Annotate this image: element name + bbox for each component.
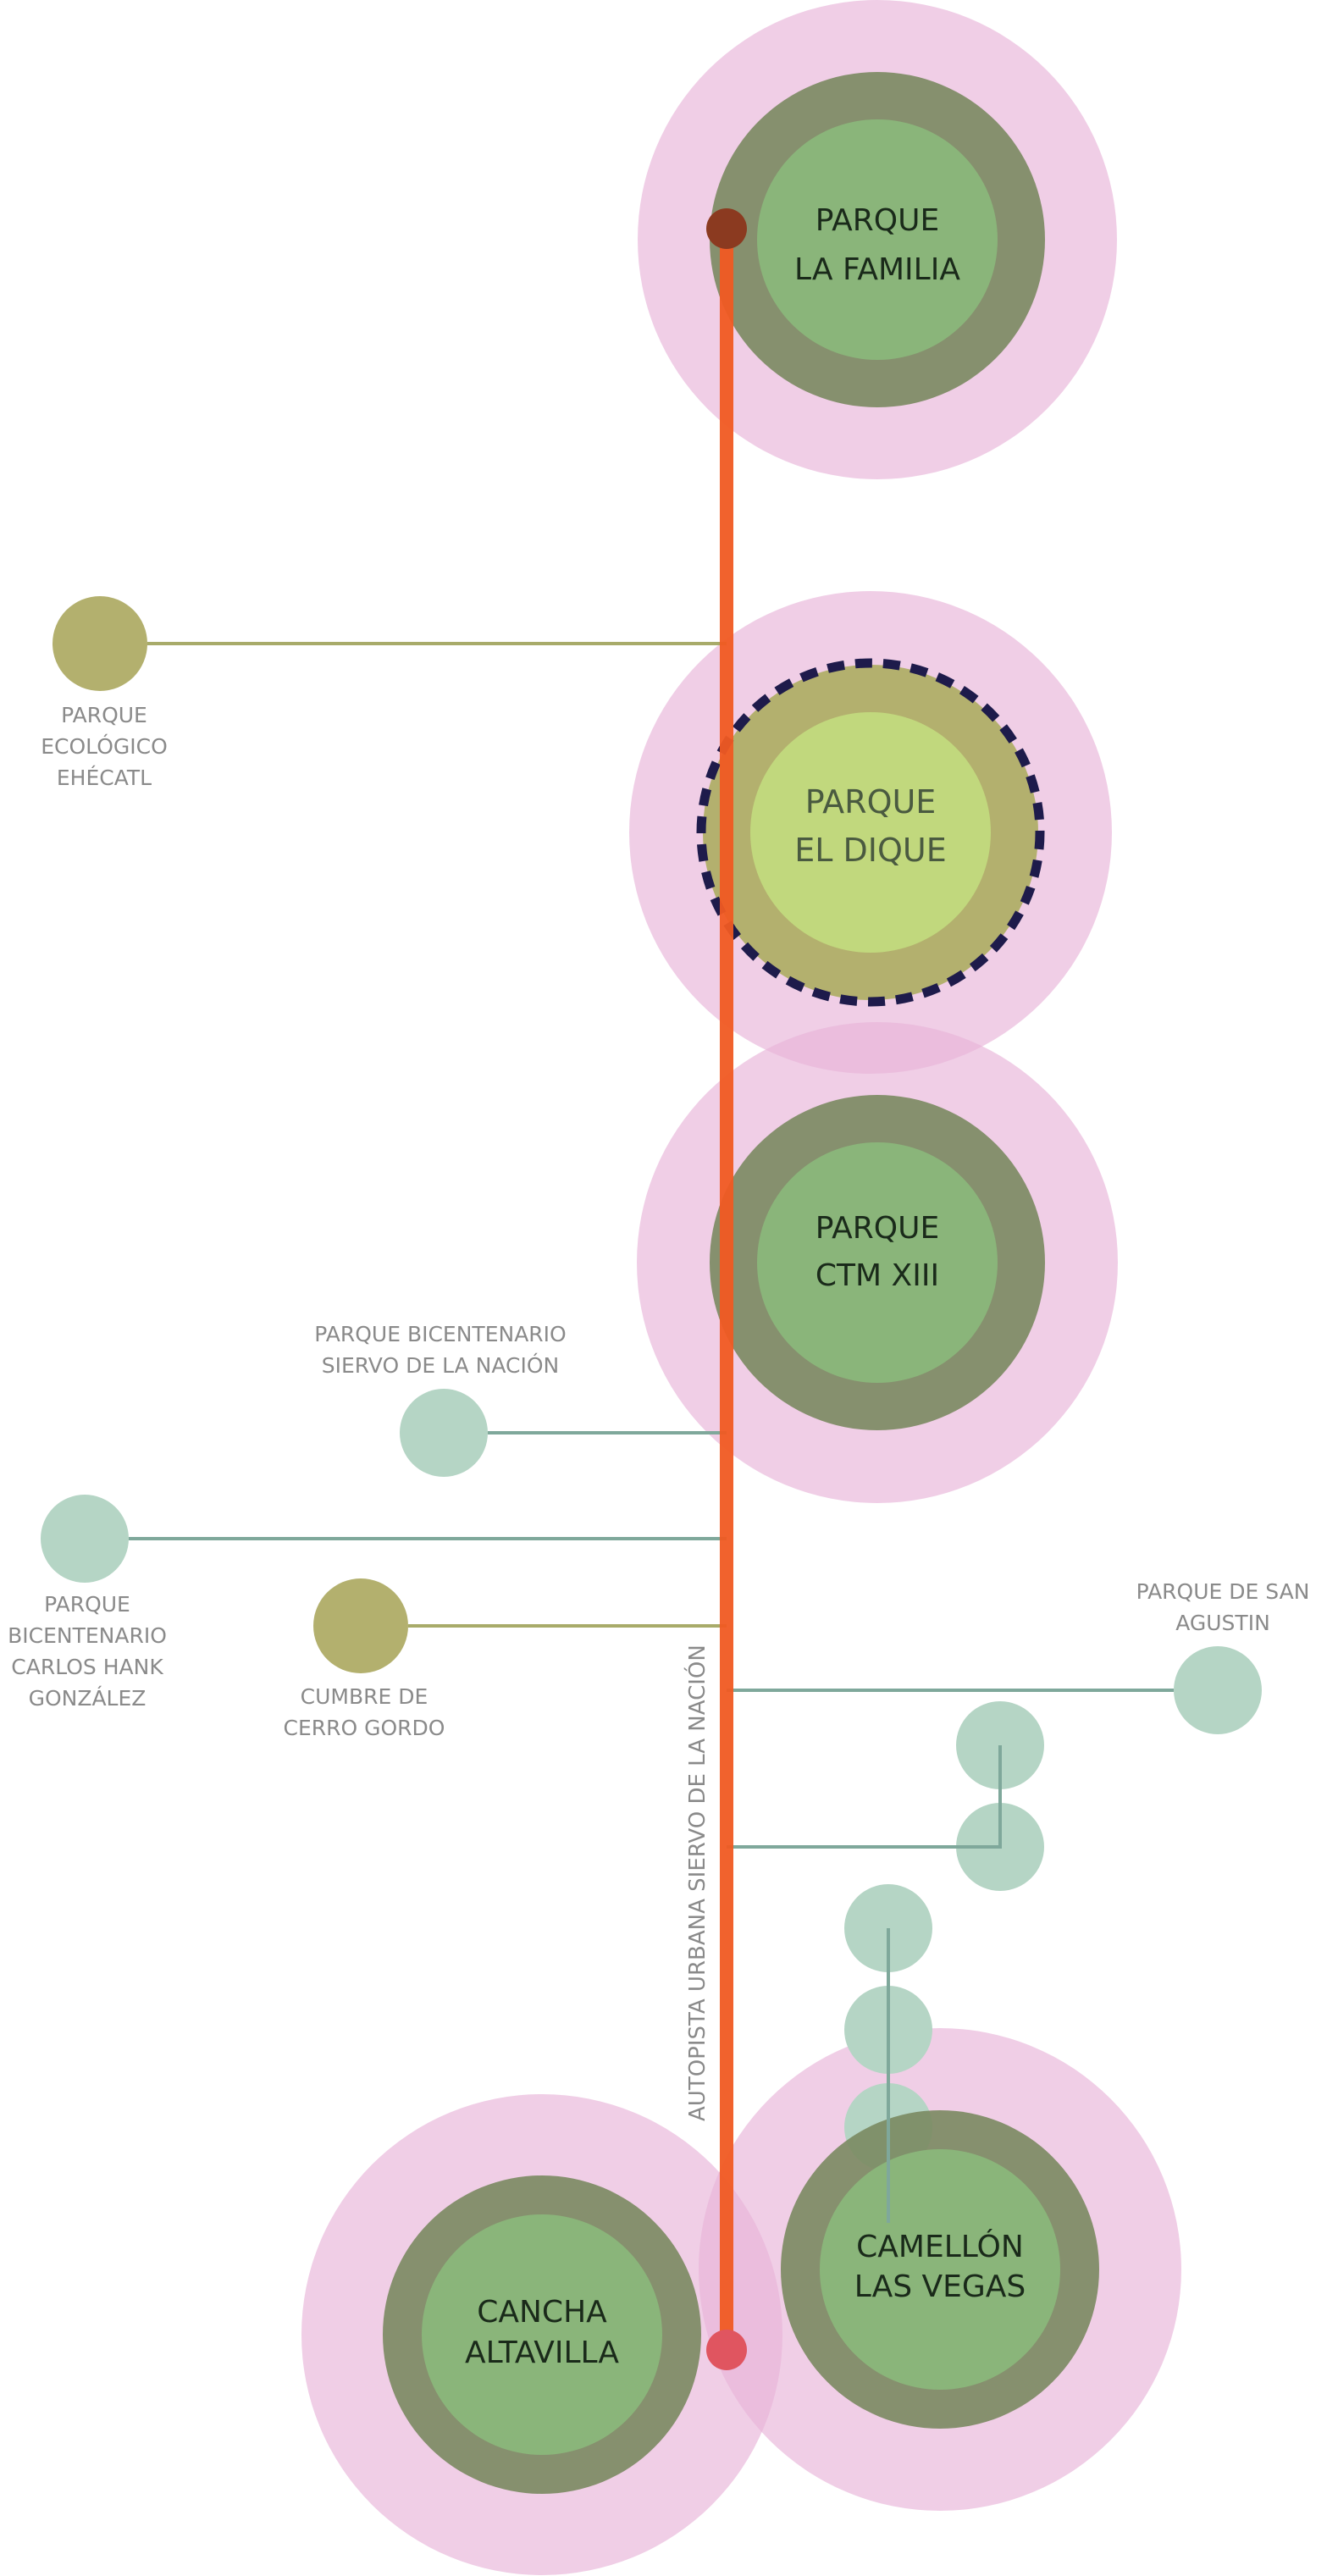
park-name-line1: CAMELLÓN [856,2229,1024,2264]
label-ehecatl-2: ECOLÓGICO [41,733,168,759]
inner-disc [820,2149,1060,2390]
road-label: AUTOPISTA URBANA SIERVO DE LA NACIÓN [683,1645,710,2121]
dot-parque-bicentenario-hank [41,1495,129,1583]
label-ehecatl-3: EHÉCATL [57,766,152,790]
label-cumbre-1: CUMBRE DE [301,1684,428,1709]
park-parque-el-dique: PARQUE EL DIQUE [696,658,1045,1007]
inner-disc [757,119,998,360]
minor-park-dots [41,596,1262,2171]
road-node-top [706,208,747,249]
label-siervo-1: PARQUE BICENTENARIO [314,1322,566,1346]
main-road: AUTOPISTA URBANA SIERVO DE LA NACIÓN [683,208,747,2370]
park-name-line1: PARQUE [805,783,937,821]
park-camellon-las-vegas: CAMELLÓN LAS VEGAS [781,2110,1099,2429]
park-name-line1: CANCHA [477,2295,607,2330]
dot-parque-san-agustin [1174,1646,1262,1734]
park-name-line2: ALTAVILLA [465,2336,619,2370]
park-cancha-altavilla: CANCHA ALTAVILLA [383,2175,701,2494]
label-cumbre-2: CERRO GORDO [284,1716,445,1740]
park-name-line2: LA FAMILIA [794,252,960,287]
dot-parque-bicentenario-siervo [400,1389,488,1477]
label-siervo-2: SIERVO DE LA NACIÓN [322,1352,559,1378]
inner-disc [750,712,991,953]
park-name-line2: EL DIQUE [794,832,946,869]
dashed-boundary [696,658,1045,1007]
park-parque-ctm-xiii: PARQUE CTM XIII [710,1095,1045,1430]
inner-disc [757,1142,998,1383]
label-san-agustin-1: PARQUE DE SAN [1136,1579,1310,1604]
label-ehecatl-1: PARQUE [61,703,147,727]
park-name-line1: PARQUE [816,203,939,238]
park-parque-la-familia: PARQUE LA FAMILIA [710,72,1045,407]
label-hank-1: PARQUE [44,1592,130,1617]
dot-cumbre-cerro-gordo [313,1578,408,1673]
label-hank-4: GONZÁLEZ [29,1686,147,1711]
inner-disc [422,2214,662,2455]
minor-park-labels: PARQUE ECOLÓGICO EHÉCATL PARQUE BICENTEN… [8,703,1309,1740]
park-name-line2: CTM XIII [816,1258,939,1293]
park-name-line1: PARQUE [816,1211,939,1246]
park-name-line2: LAS VEGAS [854,2269,1026,2304]
connector-unnamed-pair [727,1745,1002,1849]
road-node-bottom [706,2330,747,2370]
label-hank-2: BICENTENARIO [8,1623,167,1648]
label-san-agustin-2: AGUSTIN [1175,1611,1270,1635]
label-hank-3: CARLOS HANK [11,1655,163,1679]
connector-lines [129,642,1174,2223]
dot-parque-ecologico-ehecatl [53,596,147,691]
